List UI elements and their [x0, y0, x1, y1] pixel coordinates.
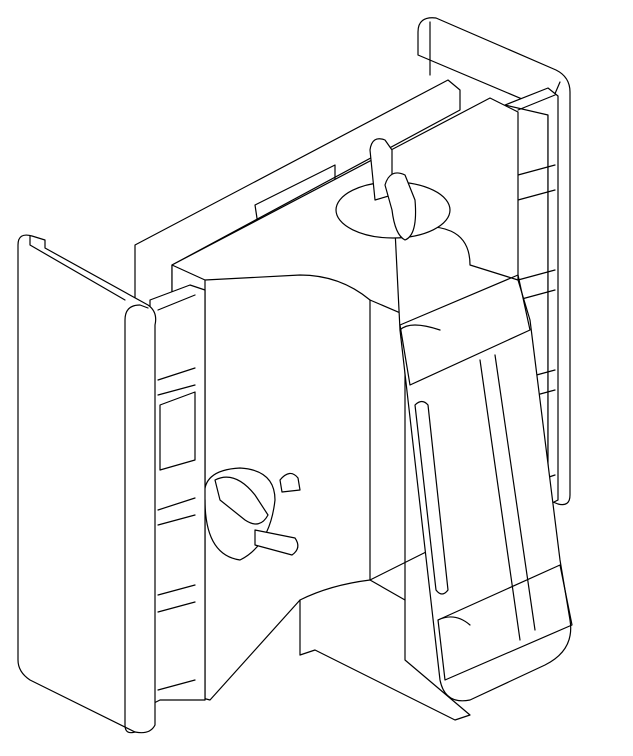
- right-housing: [394, 226, 573, 702]
- top-knob: [335, 138, 451, 241]
- side-knob: [203, 467, 301, 561]
- rear-rails: [504, 87, 559, 506]
- left-rails: [149, 284, 206, 706]
- front-mounting-plate: [17, 234, 157, 734]
